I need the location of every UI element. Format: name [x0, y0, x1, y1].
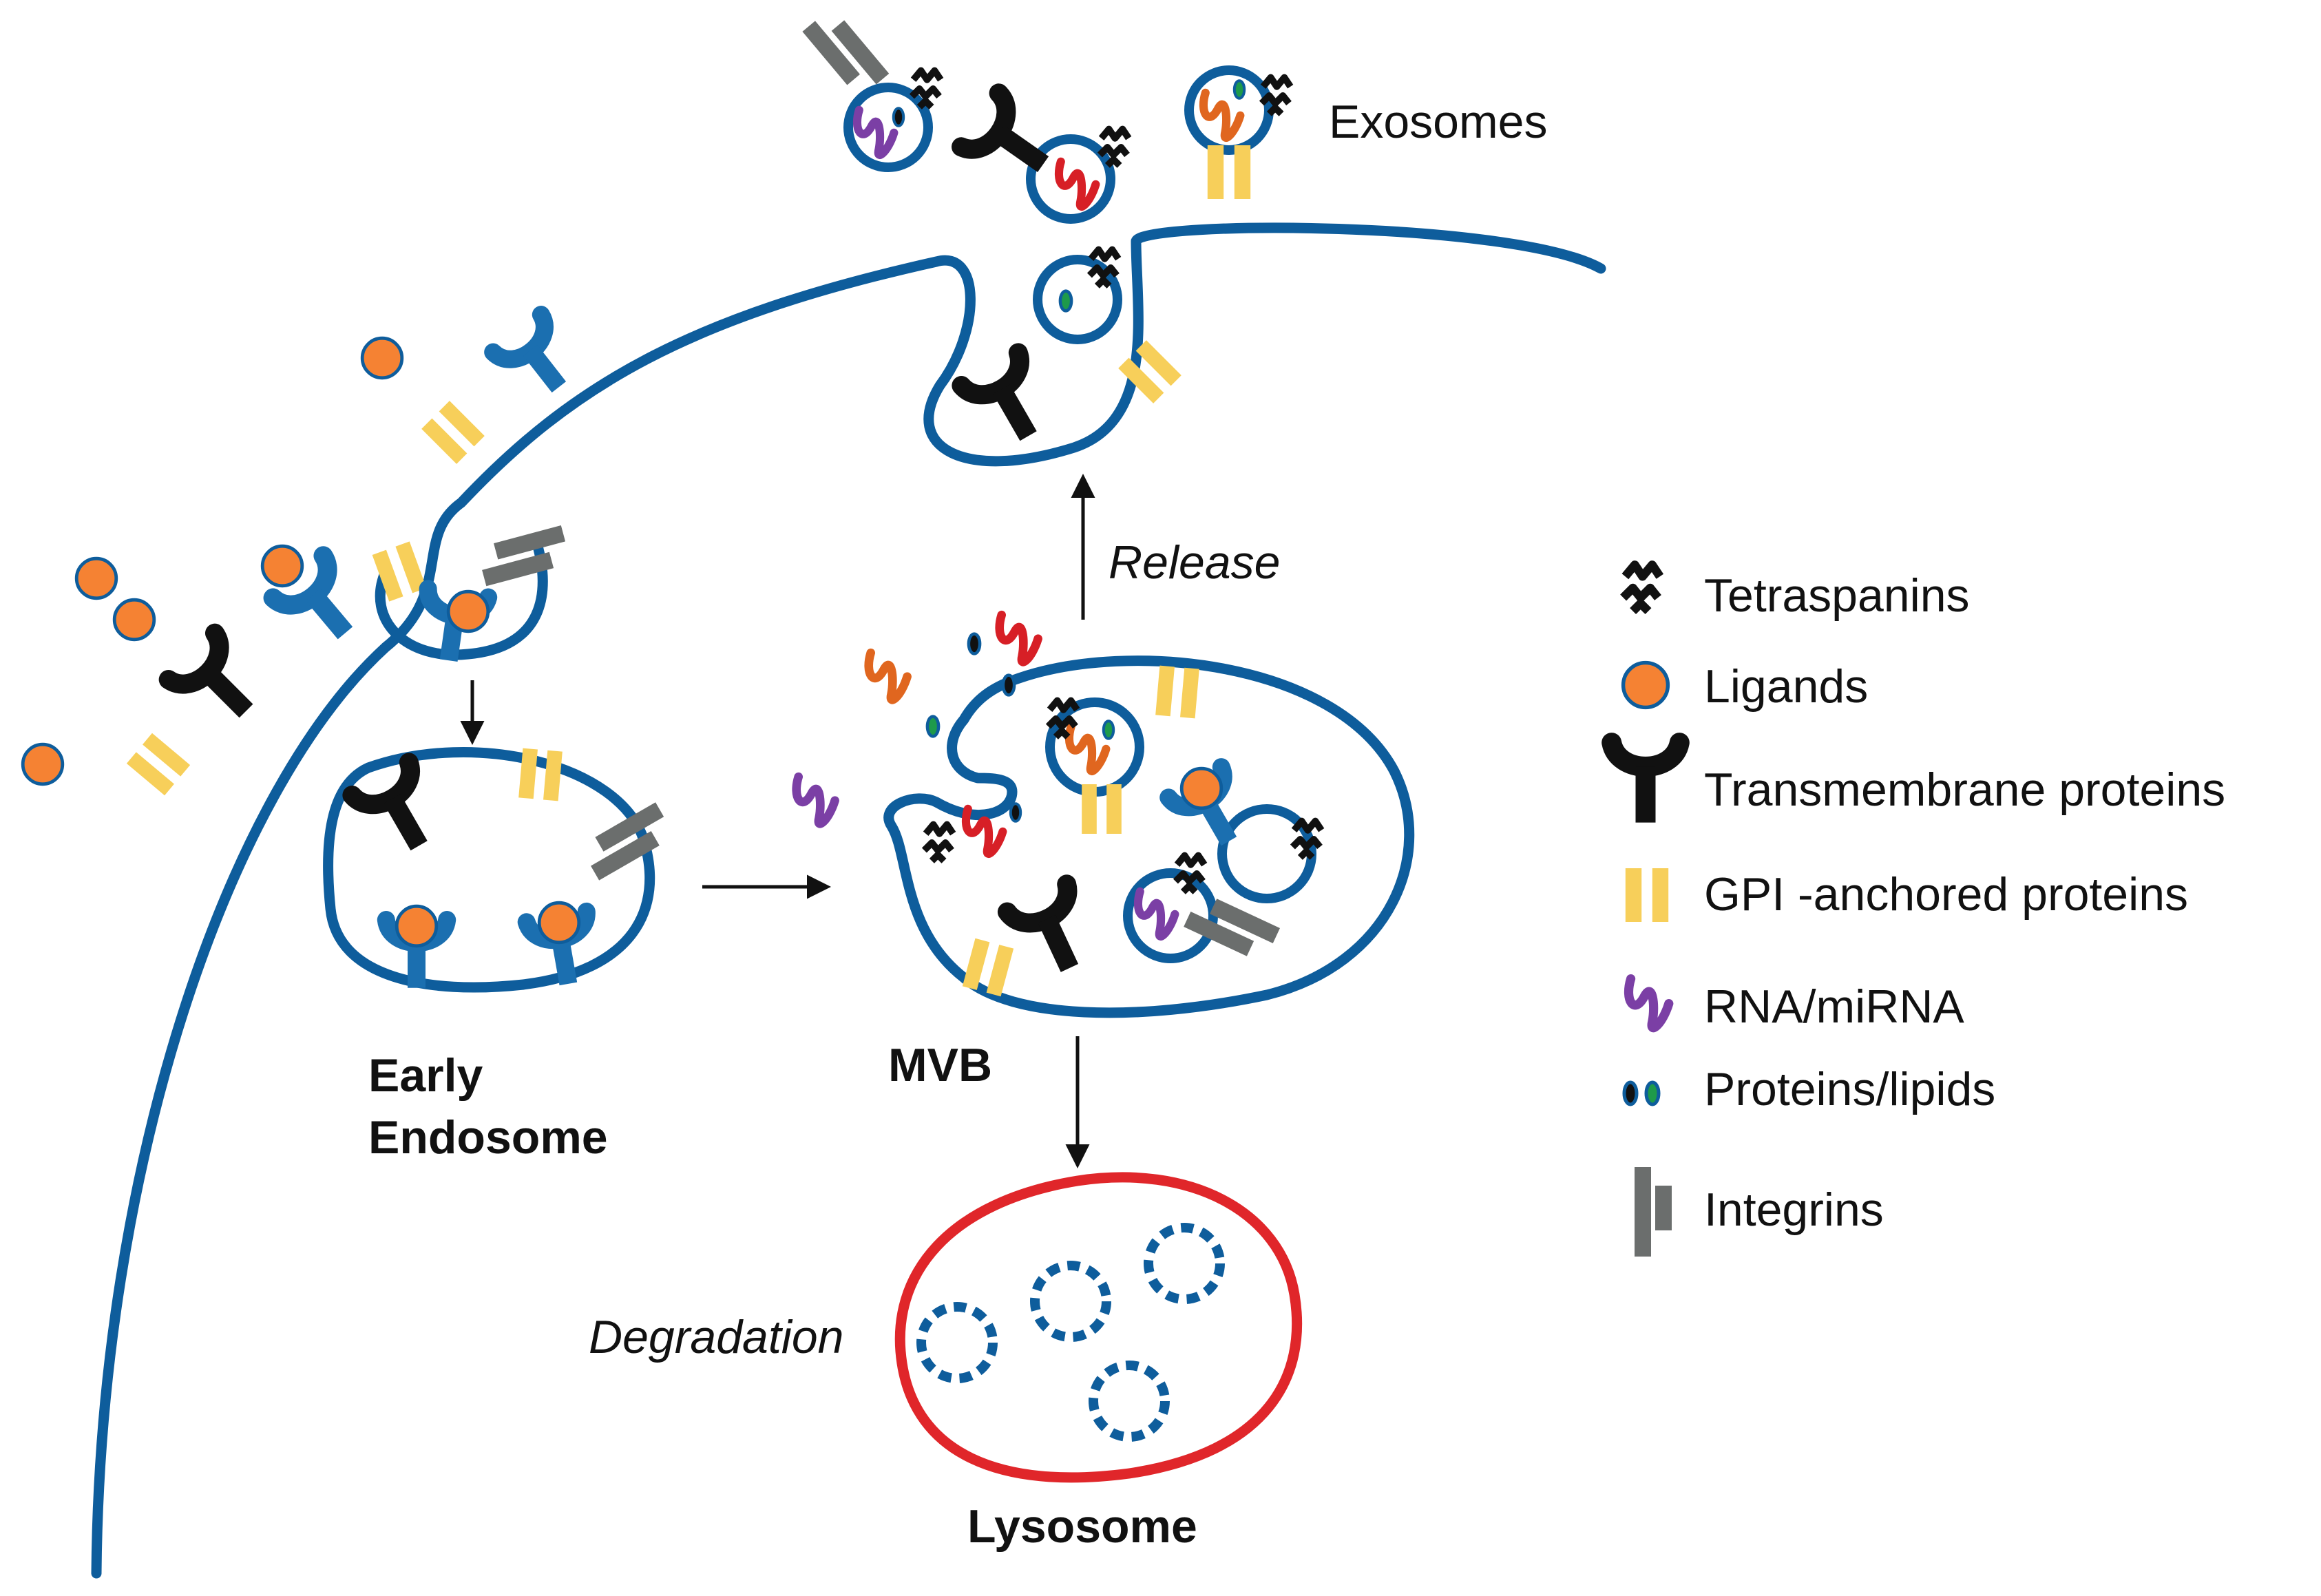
legend-ligands: Ligands — [1704, 660, 1868, 713]
legend-transmembrane: Transmembrane proteins — [1704, 764, 2225, 816]
gpi-anchored-protein-icon — [126, 733, 191, 796]
integrin-icon — [1635, 1167, 1651, 1257]
endocytic-invagination — [375, 538, 548, 660]
ligand-icon — [114, 600, 154, 640]
gpi-anchored-protein-icon — [962, 938, 1014, 997]
protein-icon — [1624, 1082, 1637, 1104]
lipid-icon — [1646, 1082, 1659, 1104]
budding-exosome — [1033, 255, 1122, 344]
degradation-label: Degradation — [589, 1311, 843, 1363]
lipid-icon — [1104, 721, 1113, 739]
protein-icon — [1003, 675, 1014, 695]
protein-icon — [1011, 804, 1020, 821]
ligand-icon — [23, 744, 63, 784]
legend-proteins-lipids: Proteins/lipids — [1704, 1063, 1995, 1115]
tetraspanin-icon — [924, 825, 953, 861]
legend-integrins: Integrins — [1704, 1184, 1884, 1236]
lysosome-label: Lysosome — [967, 1500, 1197, 1553]
ligand-icon — [1624, 663, 1668, 708]
integrin-icon — [476, 525, 571, 587]
tetraspanin-icon — [1624, 565, 1660, 611]
protein-icon — [894, 108, 903, 126]
gpi-anchored-protein-icon — [1625, 868, 1669, 922]
transmembrane-protein-icon — [1007, 884, 1100, 982]
protein-icon — [969, 634, 980, 654]
rna-icon — [1628, 979, 1668, 1028]
release-label: Release — [1109, 536, 1281, 589]
early-endosome-label-line1: Early — [368, 1049, 483, 1102]
ligand-icon — [262, 546, 302, 586]
lipid-icon — [1235, 81, 1244, 98]
receptor-icon — [493, 315, 582, 406]
mvb-label: MVB — [888, 1039, 992, 1091]
mvb-membrane — [883, 655, 1415, 1018]
degraded-vesicle — [1089, 1361, 1170, 1442]
degraded-vesicle — [916, 1302, 998, 1383]
ligand-icon — [362, 338, 402, 378]
lipid-icon — [1060, 291, 1071, 311]
legend-tetraspanins: Tetraspanins — [1704, 569, 1970, 622]
transmembrane-protein-icon — [961, 353, 1056, 452]
transmembrane-protein-icon — [1612, 743, 1680, 823]
integrin-icon — [1655, 1186, 1672, 1230]
rna-icon — [797, 777, 835, 823]
exosomes-label: Exosomes — [1329, 96, 1547, 148]
legend-gpi: GPI -anchored proteins — [1704, 868, 2188, 921]
ligand-icon — [397, 906, 437, 946]
gpi-anchored-protein-icon — [1155, 665, 1199, 719]
ligand-icon — [539, 903, 579, 943]
rna-icon — [869, 653, 907, 700]
exosome-1 — [843, 83, 933, 172]
lipid-icon — [927, 717, 938, 737]
transmembrane-protein-icon — [169, 633, 270, 735]
ligand-icon — [448, 591, 488, 631]
ligand-icon — [76, 558, 116, 598]
legend-rna: RNA/miRNA — [1704, 980, 1964, 1033]
degraded-vesicle — [1030, 1261, 1111, 1342]
rna-icon — [1000, 615, 1038, 662]
early-endosome-label-line2: Endosome — [368, 1111, 608, 1164]
gpi-anchored-protein-icon — [421, 401, 485, 464]
legend: Tetraspanins Ligands Transmembrane prote… — [1612, 565, 2225, 1257]
degraded-vesicle — [1144, 1223, 1225, 1304]
ligand-icon — [1181, 768, 1221, 808]
plasma-membrane — [91, 222, 1606, 1579]
